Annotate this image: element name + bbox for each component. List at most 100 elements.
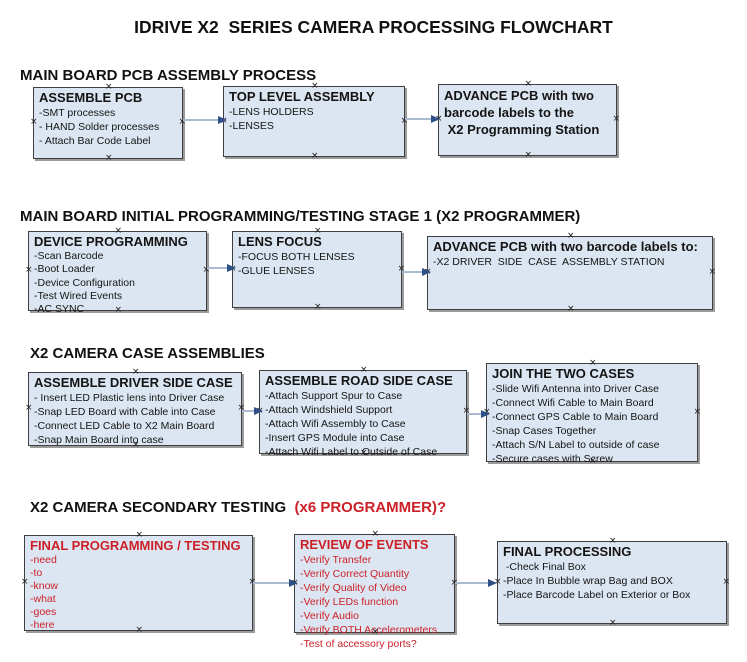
box-line: -Snap LED Board with Cable into Case	[34, 406, 216, 418]
box-lines: -Verify Transfer -Verify Correct Quantity…	[300, 553, 450, 651]
box-lines: - Insert LED Plastic lens into Driver Ca…	[34, 391, 237, 447]
anchor-x-icon: ×	[311, 81, 319, 91]
flow-box-top-level-assembly: TOP LEVEL ASSEMBLY -LENS HOLDERS-LENSES …	[220, 82, 408, 161]
box-line: -Boot Loader	[34, 263, 95, 276]
box-title: DEVICE PROGRAMMING	[34, 234, 188, 249]
box-title: LENS FOCUS	[238, 234, 322, 249]
anchor-x-icon: ×	[693, 406, 701, 417]
anchor-x-icon: ×	[371, 529, 380, 539]
box-line: -Connect LED Cable to X2 Main Board	[34, 420, 215, 432]
box-line: - Insert LED Plastic lens into Driver Ca…	[34, 392, 225, 404]
anchor-x-icon: ×	[494, 576, 502, 587]
box-line: -LENS HOLDERS	[229, 106, 314, 118]
anchor-x-icon: ×	[722, 576, 730, 587]
anchor-x-icon: ×	[400, 115, 408, 126]
connector-arrow-icon	[207, 263, 236, 272]
anchor-x-icon: ×	[132, 440, 140, 450]
box-title: ASSEMBLE PCB	[39, 90, 143, 105]
box-lines: -Check Final Box-Place In Bubble wrap Ba…	[503, 560, 722, 602]
box-line: -know	[30, 580, 59, 592]
connector-arrow-icon	[253, 578, 298, 587]
box-line: -Verify Transfer	[300, 554, 372, 566]
anchor-x-icon: ×	[114, 305, 123, 315]
box-line: -Snap Cases Together	[492, 425, 597, 437]
section-header-text: X2 CAMERA SECONDARY TESTING	[30, 499, 291, 517]
flow-box-final-processing: FINAL PROCESSING -Check Final Box-Place …	[494, 537, 730, 628]
anchor-x-icon: ×	[25, 265, 33, 275]
flow-box-review-of-events: REVIEW OF EVENTS -Verify Transfer-Verify…	[291, 530, 458, 651]
section-header-case-assemblies: X2 CAMERA CASE ASSEMBLIES	[30, 345, 265, 362]
box-title: ADVANCE PCB with two barcode labels to:	[433, 239, 698, 254]
box-title: REVIEW OF EVENTS	[300, 537, 429, 552]
box-line: - Attach Bar Code Label	[39, 135, 151, 147]
box-line: -SMT processes	[39, 107, 116, 119]
box-line: -Attach Wifi Assembly to Case	[265, 418, 406, 430]
box-lines: -FOCUS BOTH LENSES -GLUE LENSES	[238, 250, 397, 278]
box-title: ASSEMBLE DRIVER SIDE CASE	[34, 375, 233, 390]
box-line: -Verify LEDs function	[300, 596, 399, 608]
anchor-x-icon: ×	[314, 226, 322, 236]
box-line: X2 Programming Station	[444, 122, 600, 137]
section-header-pcb-assembly: MAIN BOARD PCB ASSEMBLY PROCESS	[20, 67, 316, 84]
box-line: -Verify Quality of Video	[300, 582, 407, 594]
section-header-text: X2 CAMERA CASE ASSEMBLIES	[30, 345, 265, 363]
anchor-x-icon: ×	[114, 226, 123, 236]
connector-arrow-icon	[183, 115, 227, 124]
box-line: -Scan Barcode	[34, 250, 104, 262]
box-line: -GLUE LENSES	[238, 265, 315, 277]
box-line: ADVANCE PCB with two	[444, 88, 594, 103]
connector-arrow-icon	[467, 409, 490, 418]
flow-box-assemble-road-side-case: ASSEMBLE ROAD SIDE CASE -Attach Support …	[256, 366, 470, 459]
anchor-x-icon: ×	[462, 406, 470, 416]
page-title: IDRIVE X2 SERIES CAMERA PROCESSING FLOWC…	[134, 17, 613, 37]
box-lines: -Scan Barcode-Boot Loader-Device Configu…	[34, 250, 202, 316]
box-line: -need	[30, 554, 57, 566]
anchor-x-icon: ×	[202, 265, 210, 275]
box-line: -FOCUS BOTH LENSES	[238, 251, 355, 263]
flow-box-assemble-driver-side-case: ASSEMBLE DRIVER SIDE CASE - Insert LED P…	[25, 368, 245, 450]
anchor-x-icon: ×	[135, 625, 144, 635]
anchor-x-icon: ×	[589, 456, 597, 466]
box-title: TOP LEVEL ASSEMBLY	[229, 89, 375, 104]
box-title: ASSEMBLE ROAD SIDE CASE	[265, 373, 453, 388]
anchor-x-icon: ×	[135, 530, 144, 540]
box-line: -AC SYNC	[34, 303, 85, 316]
box-line: -Test of accessory ports?	[300, 638, 417, 650]
anchor-x-icon: ×	[609, 536, 617, 546]
anchor-x-icon: ×	[612, 114, 620, 124]
box-title: JOIN THE TWO CASES	[492, 366, 635, 381]
anchor-x-icon: ×	[708, 267, 716, 277]
box-lines: -need-to-know-what-goes-here	[30, 554, 248, 632]
box-line: -here	[30, 619, 55, 631]
anchor-x-icon: ×	[589, 358, 597, 368]
anchor-x-icon: ×	[105, 82, 113, 92]
anchor-x-icon: ×	[524, 150, 533, 160]
section-header-initial-programming: MAIN BOARD INITIAL PROGRAMMING/TESTING S…	[20, 208, 580, 225]
box-line: -Snap Main Board into case	[34, 434, 164, 446]
flow-box-lens-focus: LENS FOCUS -FOCUS BOTH LENSES -GLUE LENSE…	[229, 227, 405, 312]
box-title: FINAL PROGRAMMING / TESTING	[30, 538, 241, 553]
anchor-x-icon: ×	[567, 231, 575, 241]
box-line: -Verify Correct Quantity	[300, 568, 410, 580]
anchor-x-icon: ×	[132, 367, 140, 377]
flow-box-advance-pcb-driver-side-station: ADVANCE PCB with two barcode labels to: …	[424, 232, 716, 314]
box-lines: -SMT processes - HAND Solder processes - A…	[39, 106, 178, 148]
box-line: -Attach Windshield Support	[265, 404, 393, 416]
connector-arrow-icon	[405, 114, 440, 123]
box-line: - HAND Solder processes	[39, 121, 160, 133]
anchor-x-icon: ×	[567, 304, 575, 314]
box-line: -goes	[30, 606, 57, 618]
anchor-x-icon: ×	[21, 577, 29, 587]
flow-box-final-programming-testing: FINAL PROGRAMMING / TESTING -need-to-kno…	[21, 531, 256, 635]
anchor-x-icon: ×	[30, 117, 38, 127]
box-line: -Place In Bubble wrap Bag and BOX	[503, 575, 673, 587]
box-line: -Attach Wifi Label to Outside of Case	[265, 446, 438, 458]
section-header-red-text: (x6 PROGRAMMER)?	[290, 499, 447, 517]
flow-box-join-the-two-cases: JOIN THE TWO CASES -Slide Wifi Antenna i…	[483, 359, 701, 466]
box-line: -Verify Audio	[300, 610, 359, 622]
box-line: -Attach Support Spur to Case	[265, 390, 403, 402]
anchor-x-icon: ×	[397, 263, 405, 274]
